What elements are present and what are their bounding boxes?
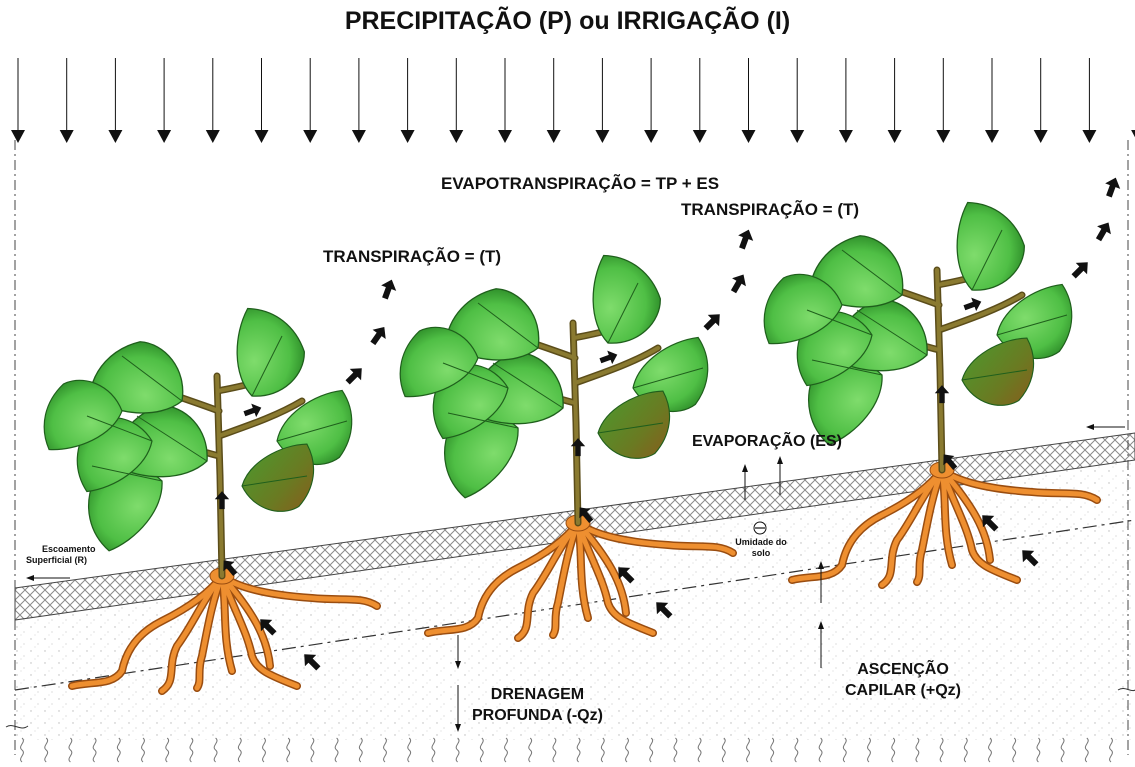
down-arrow-icon <box>644 58 658 143</box>
bedrock-squiggle <box>626 738 629 762</box>
label-deep-drainage-line2: PROFUNDA (-Qz) <box>472 707 603 725</box>
down-arrow-icon <box>303 58 317 143</box>
bedrock-squiggle <box>843 738 846 762</box>
bedrock-squiggle <box>93 738 96 762</box>
bedrock-squiggle <box>335 738 338 762</box>
label-runoff: Escoamento Superficial (R) <box>26 544 96 567</box>
bedrock-squiggle <box>311 738 314 762</box>
bedrock-squiggle <box>529 738 532 762</box>
label-capillary-rise-line2: CAPILAR (+Qz) <box>845 682 961 700</box>
label-deep-drainage: DRENAGEM PROFUNDA (-Qz) <box>472 686 603 724</box>
rain-arrows <box>11 58 1135 143</box>
bedrock-squiggle <box>45 738 48 762</box>
down-arrow-icon <box>888 58 902 143</box>
bedrock-squiggle <box>795 738 798 762</box>
down-arrow-icon <box>401 58 415 143</box>
label-capillary-rise: ASCENÇÃO CAPILAR (+Qz) <box>845 661 961 699</box>
down-arrow-icon <box>547 58 561 143</box>
bedrock-squiggle <box>674 738 677 762</box>
bedrock-squiggle <box>892 738 895 762</box>
bedrock-squiggle <box>432 738 435 762</box>
bedrock-squiggle <box>166 738 169 762</box>
down-arrow-icon <box>108 58 122 143</box>
down-arrow-icon <box>1082 58 1096 143</box>
bedrock-squiggle <box>384 738 387 762</box>
down-arrow-icon <box>449 58 463 143</box>
label-evaporation: EVAPORAÇÃO (ES) <box>692 433 842 451</box>
down-arrow-icon <box>11 58 25 143</box>
bedrock-squiggle <box>771 738 774 762</box>
label-runoff-line1: Escoamento <box>26 544 96 555</box>
down-arrow-icon <box>1131 58 1135 143</box>
down-arrow-icon <box>742 58 756 143</box>
down-arrow-icon <box>255 58 269 143</box>
bedrock-squiggle <box>456 738 459 762</box>
bedrock-squiggle <box>480 738 483 762</box>
bedrock-squiggle <box>989 738 992 762</box>
bedrock-squiggle <box>747 738 750 762</box>
bedrock-squiggle <box>650 738 653 762</box>
minus-circle-icon <box>754 522 766 534</box>
label-evapotranspiration: EVAPOTRANSPIRAÇÃO = TP + ES <box>441 175 719 194</box>
bedrock-squiggle <box>868 738 871 762</box>
down-arrow-icon <box>693 58 707 143</box>
bedrock-squiggle <box>69 738 72 762</box>
label-soil-moisture-line1: Umidade do <box>730 537 792 548</box>
bedrock-squiggle <box>1110 738 1113 762</box>
bedrock-squiggle <box>577 738 580 762</box>
down-arrow-icon <box>790 58 804 143</box>
bedrock-squiggle <box>1085 738 1088 762</box>
bedrock-squiggles <box>21 738 1113 762</box>
bedrock-squiggle <box>1061 738 1064 762</box>
down-arrow-icon <box>985 58 999 143</box>
bedrock-squiggle <box>408 738 411 762</box>
bedrock-squiggle <box>819 738 822 762</box>
bedrock-squiggle <box>964 738 967 762</box>
bedrock-squiggle <box>263 738 266 762</box>
label-deep-drainage-line1: DRENAGEM <box>472 686 603 704</box>
bedrock-squiggle <box>698 738 701 762</box>
bedrock-squiggle <box>601 738 604 762</box>
bedrock-squiggle <box>1037 738 1040 762</box>
down-arrow-icon <box>498 58 512 143</box>
bedrock-squiggle <box>359 738 362 762</box>
label-soil-moisture-line2: solo <box>730 548 792 559</box>
diagram-title: PRECIPITAÇÃO (P) ou IRRIGAÇÃO (I) <box>0 8 1135 36</box>
bedrock-squiggle <box>916 738 919 762</box>
bedrock-squiggle <box>287 738 290 762</box>
down-arrow-icon <box>1034 58 1048 143</box>
down-arrow-icon <box>206 58 220 143</box>
bedrock-squiggle <box>1013 738 1016 762</box>
bedrock-squiggle <box>940 738 943 762</box>
down-arrow-icon <box>157 58 171 143</box>
bedrock-squiggle <box>214 738 217 762</box>
down-arrow-icon <box>595 58 609 143</box>
bedrock-squiggle <box>117 738 120 762</box>
down-arrow-icon <box>352 58 366 143</box>
label-transpiration-left: TRANSPIRAÇÃO = (T) <box>323 248 501 267</box>
label-transpiration-right: TRANSPIRAÇÃO = (T) <box>681 201 859 220</box>
label-soil-moisture: Umidade do solo <box>730 537 792 560</box>
bedrock-squiggle <box>722 738 725 762</box>
bedrock-squiggle <box>142 738 145 762</box>
down-arrow-icon <box>936 58 950 143</box>
label-capillary-rise-line1: ASCENÇÃO <box>845 661 961 679</box>
bedrock-squiggle <box>238 738 241 762</box>
bedrock-squiggle <box>190 738 193 762</box>
label-runoff-line2: Superficial (R) <box>26 555 96 566</box>
bedrock-squiggle <box>21 738 24 762</box>
down-arrow-icon <box>839 58 853 143</box>
bedrock-squiggle <box>505 738 508 762</box>
bedrock-squiggle <box>553 738 556 762</box>
down-arrow-icon <box>60 58 74 143</box>
